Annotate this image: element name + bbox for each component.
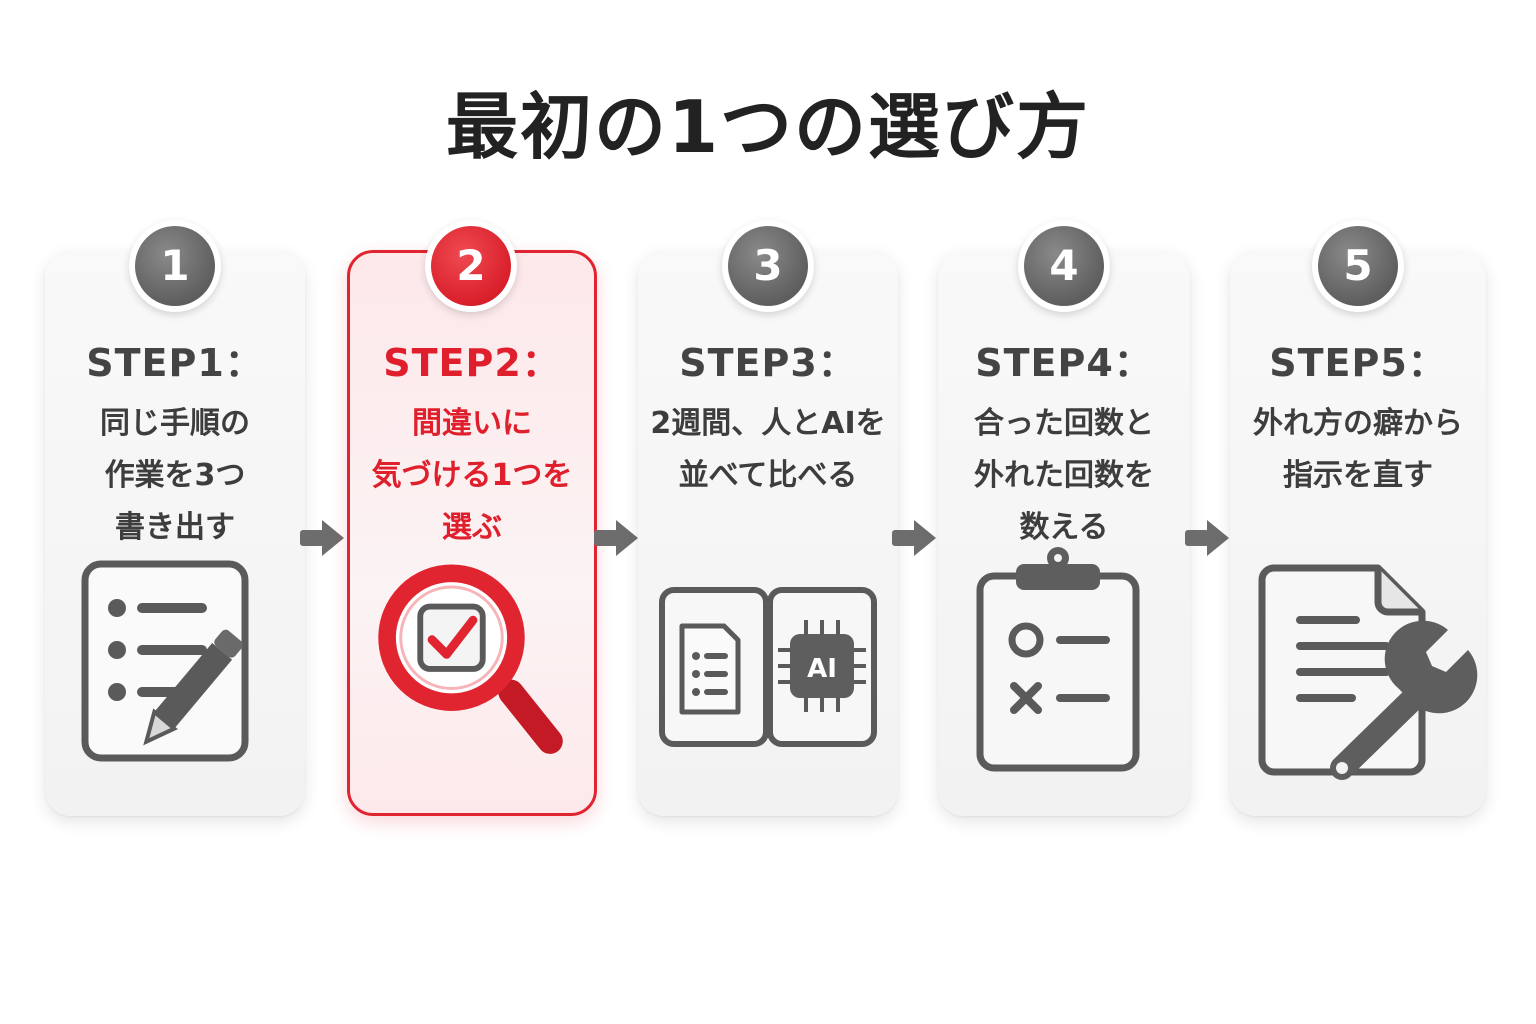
step-card-4: 4 STEP4： 合った回数と 外れた回数を 数える — [938, 220, 1190, 816]
step-label-2: STEP2： — [383, 341, 561, 385]
step-number-2: 2 — [431, 226, 511, 306]
step-description-line: 気づける1つを — [371, 458, 573, 493]
step-description-1: 同じ手順の 作業を3つ 書き出す — [45, 398, 305, 554]
arrow-right-icon — [892, 520, 936, 556]
step-card-3: 3 STEP3： 2週間、人とAIを 並べて比べる AI — [638, 220, 898, 816]
step-number-badge-5: 5 — [1312, 220, 1404, 312]
step-description-line: 合った回数と — [974, 406, 1154, 441]
step-label-1: STEP1： — [86, 341, 264, 385]
step-card-5: 5 STEP5： 外れ方の癖から 指示を直す — [1230, 220, 1486, 816]
step-description-3: 2週間、人とAIを 並べて比べる — [638, 398, 898, 502]
step-number-badge-4: 4 — [1018, 220, 1110, 312]
step-number-badge-1: 1 — [129, 220, 221, 312]
step-description-line: 同じ手順の — [100, 406, 250, 441]
step-description-line: 指示を直す — [1283, 458, 1433, 493]
page-title: 最初の1つの選び方 — [445, 85, 1091, 169]
magnifier-check-icon — [378, 564, 563, 754]
step-description-line: 並べて比べる — [678, 458, 858, 493]
step-description-4: 合った回数と 外れた回数を 数える — [938, 398, 1190, 554]
step-number-badge-2: 2 — [425, 220, 517, 312]
step-number-3: 3 — [728, 226, 808, 306]
document-wrench-icon — [1258, 564, 1478, 780]
step-description-5: 外れ方の癖から 指示を直す — [1230, 398, 1486, 502]
step-description-line: 作業を3つ — [104, 458, 246, 493]
step-number-4: 4 — [1024, 226, 1104, 306]
step-description-line: 選ぶ — [442, 510, 502, 545]
arrow-right-icon — [594, 520, 638, 556]
step-card-2: 2 STEP2： 間違いに 気づける1つを 選ぶ — [347, 220, 597, 816]
svg-text:AI: AI — [807, 654, 837, 684]
step-card-1: 1 STEP1： 同じ手順の 作業を3つ 書き出す — [45, 220, 305, 816]
step-label-4: STEP4： — [975, 341, 1153, 385]
step-description-line: 書き出す — [115, 510, 235, 545]
step-description-line: 2週間、人とAIを — [650, 406, 886, 441]
step-description-2: 間違いに 気づける1つを 選ぶ — [350, 398, 594, 554]
document-ai-chip-icon: AI — [659, 587, 877, 747]
checklist-pencil-icon — [81, 560, 249, 762]
step-label-5: STEP5： — [1269, 341, 1447, 385]
step-description-line: 間違いに — [412, 406, 532, 441]
clipboard-circle-cross-icon — [976, 547, 1140, 772]
arrow-right-icon — [300, 520, 344, 556]
step-description-line: 数える — [1019, 510, 1109, 545]
step-label-3: STEP3： — [679, 341, 857, 385]
step-number-5: 5 — [1318, 226, 1398, 306]
step-number-badge-3: 3 — [722, 220, 814, 312]
step-description-line: 外れ方の癖から — [1253, 406, 1463, 441]
step-description-line: 外れた回数を — [974, 458, 1154, 493]
arrow-right-icon — [1185, 520, 1229, 556]
step-number-1: 1 — [135, 226, 215, 306]
